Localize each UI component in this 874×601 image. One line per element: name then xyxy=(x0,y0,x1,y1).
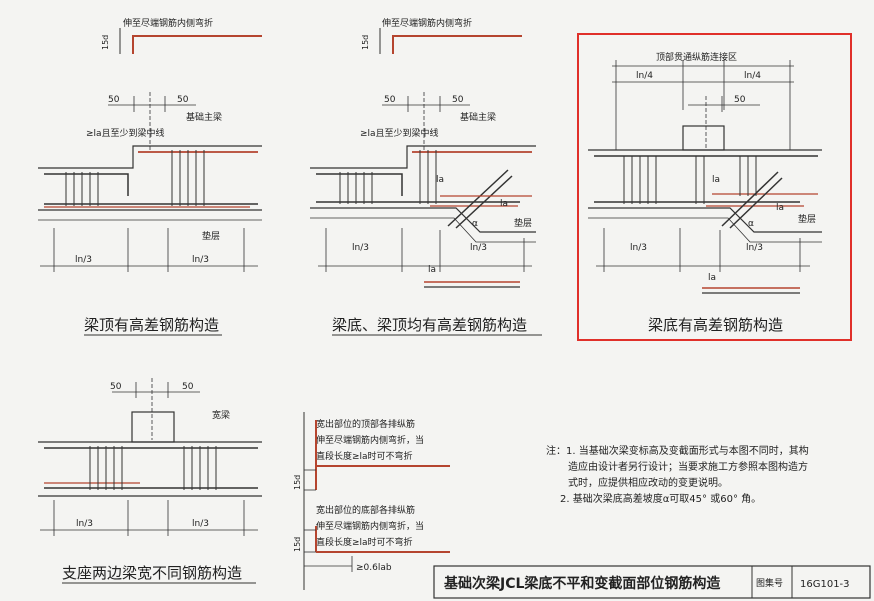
label-15d-bottom: 15d xyxy=(293,537,302,552)
label-ln3-left: ln/3 xyxy=(630,243,647,253)
label-la-side: la xyxy=(776,203,784,213)
top-text-line3: 直段长度≥la时可不弯折 xyxy=(316,450,413,462)
label-15d: 15d xyxy=(361,35,370,50)
label-anchor: ≥la且至少到梁中线 xyxy=(360,127,439,139)
label-ln3-right: ln/3 xyxy=(192,519,209,529)
panel-wide-part-detail: 宽出部位的顶部各排纵筋 伸至尽端钢筋内侧弯折，当 直段长度≥la时可不弯折 15… xyxy=(293,412,450,590)
top-text-line1: 宽出部位的顶部各排纵筋 xyxy=(316,418,415,430)
note-line4: 2. 基础次梁底高差坡度α可取45° 或60° 角。 xyxy=(560,492,761,505)
atlas-number: 16G101-3 xyxy=(800,579,850,590)
label-cushion: 垫层 xyxy=(798,213,816,225)
label-la-top: la xyxy=(712,175,720,185)
top-text-line2: 伸至尽端钢筋内侧弯折，当 xyxy=(316,434,424,446)
label-50-left: 50 xyxy=(110,382,122,392)
panel-beam-top-bottom-step: 15d 伸至尽端钢筋内侧弯折 50 50 基础主梁 ≥la且至少到梁中线 la … xyxy=(310,17,542,336)
label-bend: 伸至尽端钢筋内侧弯折 xyxy=(123,17,213,29)
caption-top-right: 梁底有高差钢筋构造 xyxy=(648,316,783,334)
caption-bottom-left: 支座两边梁宽不同钢筋构造 xyxy=(62,564,242,582)
label-50-right: 50 xyxy=(182,382,194,392)
note-line2: 造应由设计者另行设计；当要求施工方参照本图构造方 xyxy=(568,460,808,473)
bottom-text-line2: 伸至尽端钢筋内侧弯折，当 xyxy=(316,520,424,532)
label-50-left: 50 xyxy=(384,95,396,105)
label-15d-top: 15d xyxy=(293,475,302,490)
label-wide-beam: 宽梁 xyxy=(212,409,230,421)
label-50-right: 50 xyxy=(452,95,464,105)
label-06lab: ≥0.6lab xyxy=(356,563,392,573)
label-cushion: 垫层 xyxy=(514,217,532,229)
label-la-top: la xyxy=(436,175,444,185)
label-anchor: ≥la且至少到梁中线 xyxy=(86,127,165,139)
label-ln3-left: ln/3 xyxy=(76,519,93,529)
label-50: 50 xyxy=(734,95,746,105)
label-alpha: α xyxy=(748,219,754,229)
label-bend: 伸至尽端钢筋内侧弯折 xyxy=(382,17,472,29)
label-ln4-left: ln/4 xyxy=(636,71,653,81)
label-50-right: 50 xyxy=(177,95,189,105)
panel-beam-bottom-step: 顶部贯通纵筋连接区 ln/4 ln/4 50 la la α xyxy=(577,33,852,341)
note-line3: 式时，应提供相应改动的变更说明。 xyxy=(568,476,728,489)
label-main-beam: 基础主梁 xyxy=(460,111,496,123)
label-zone: 顶部贯通纵筋连接区 xyxy=(656,51,737,63)
note-line1: 注：1. 当基础次梁变标高及变截面形式与本图不同时，其构 xyxy=(546,444,809,457)
label-la-bottom: la xyxy=(708,273,716,283)
label-ln3-left: ln/3 xyxy=(75,255,92,265)
label-ln3-right: ln/3 xyxy=(746,243,763,253)
panel-different-width: 50 50 宽梁 ln/3 ln/3 支座两边梁宽不同钢筋构造 xyxy=(38,378,262,584)
bottom-text-line3: 直段长度≥la时可不弯折 xyxy=(316,536,413,548)
highlight-box xyxy=(577,33,852,341)
panel-beam-top-step: 15d 伸至尽端钢筋内侧弯折 50 50 基础主梁 ≥la且至少到梁中线 垫层 xyxy=(38,17,262,336)
label-la-bottom: la xyxy=(428,265,436,275)
label-main-beam: 基础主梁 xyxy=(186,111,222,123)
caption-top-middle: 梁底、梁顶均有高差钢筋构造 xyxy=(332,316,527,334)
label-la-side: la xyxy=(500,199,508,209)
atlas-label: 图集号 xyxy=(756,577,783,589)
label-cushion: 垫层 xyxy=(202,230,220,242)
label-15d: 15d xyxy=(101,35,110,50)
label-50-left: 50 xyxy=(108,95,120,105)
title-text: 基础次梁JCL梁底不平和变截面部位钢筋构造 xyxy=(444,575,720,592)
label-ln3-left: ln/3 xyxy=(352,243,369,253)
label-ln3-right: ln/3 xyxy=(192,255,209,265)
bottom-text-line1: 宽出部位的底部各排纵筋 xyxy=(316,504,415,516)
label-ln4-right: ln/4 xyxy=(744,71,761,81)
title-block: 基础次梁JCL梁底不平和变截面部位钢筋构造 图集号 16G101-3 xyxy=(433,565,871,599)
caption-top-left: 梁顶有高差钢筋构造 xyxy=(84,316,219,334)
notes: 注：1. 当基础次梁变标高及变截面形式与本图不同时，其构 造应由设计者另行设计；… xyxy=(546,444,809,505)
label-ln3-right: ln/3 xyxy=(470,243,487,253)
label-alpha: α xyxy=(472,219,478,229)
